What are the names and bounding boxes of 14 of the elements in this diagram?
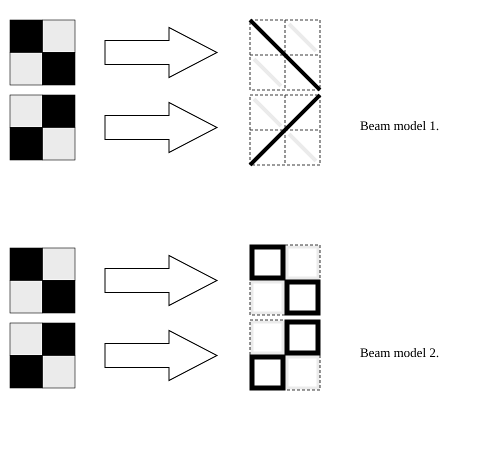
checkerboard-drawing	[10, 248, 76, 314]
checkerboard-drawing	[10, 322, 76, 388]
square-beam-drawing	[250, 320, 320, 390]
checkerboard-drawing	[10, 20, 76, 86]
diagonal-beam-drawing	[248, 18, 322, 92]
block-arrow	[104, 26, 218, 78]
model-label: Beam model 2.	[360, 345, 440, 361]
block-arrow	[104, 102, 218, 154]
checkerboard-drawing	[10, 94, 76, 160]
block-arrow	[104, 254, 218, 306]
model-label: Beam model 1.	[360, 118, 440, 134]
block-arrow	[104, 330, 218, 382]
diagonal-beam-drawing	[248, 94, 322, 166]
square-beam-drawing	[250, 244, 320, 316]
